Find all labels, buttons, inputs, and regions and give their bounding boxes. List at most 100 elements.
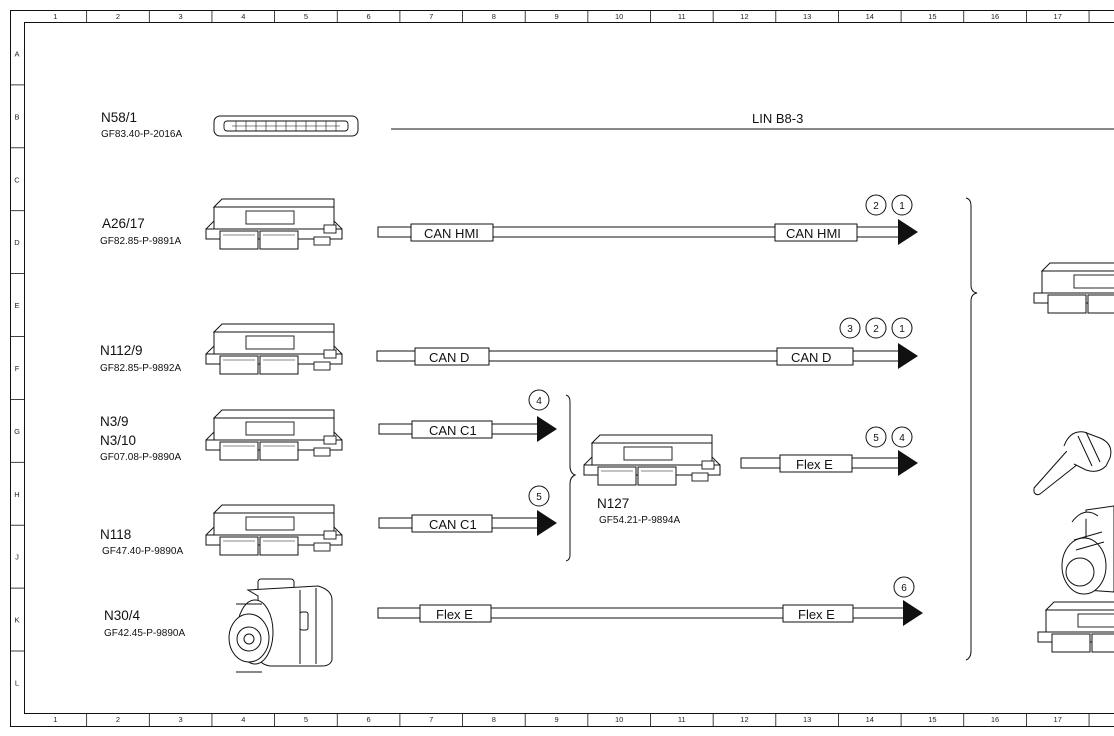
can-hmi-label-left: CAN HMI [424, 226, 479, 241]
grid-row-label: C [14, 175, 20, 184]
component-n30-4-ref: GF42.45-P-9890A [104, 628, 185, 639]
grid-column-label: 8 [492, 12, 496, 21]
grid-row-label: K [14, 616, 19, 625]
svg-text:3: 3 [847, 324, 853, 335]
grid-column-label: 15 [928, 12, 936, 21]
can-hmi-bus [377, 219, 918, 245]
can-d-label-left: CAN D [429, 350, 469, 365]
grid-row-label: F [15, 364, 20, 373]
component-n112-9-ref: GF82.85-P-9892A [100, 363, 181, 374]
control-unit-icon [1033, 262, 1114, 314]
grid-column-label: 11 [678, 715, 686, 724]
grid-column-label: 12 [740, 715, 748, 724]
grid-column-label: 9 [554, 12, 558, 21]
grid-row-label: L [15, 678, 19, 687]
component-n127-name: N127 [597, 496, 629, 511]
component-n3-ref: GF07.08-P-9890A [100, 452, 181, 463]
grid-column-label: 3 [179, 12, 183, 21]
grid-row-label: E [14, 301, 19, 310]
grid-column-label: 9 [554, 715, 558, 724]
flex-e-bus-upper [740, 450, 918, 476]
grid-column-label: 17 [1054, 12, 1062, 21]
grid-column-label: 3 [179, 715, 183, 724]
sensor-icon [1033, 431, 1112, 496]
abs-module-icon [228, 578, 333, 673]
component-a26-17-ref: GF82.85-P-9891A [100, 236, 181, 247]
grid-column-label: 10 [615, 12, 623, 21]
svg-text:2: 2 [873, 324, 879, 335]
svg-text:1: 1 [899, 324, 905, 335]
marker-2: 2 [865, 194, 887, 216]
flex-e-bus-lower [377, 600, 923, 626]
component-a26-17-name: A26/17 [102, 216, 145, 231]
flex-e-label-upper: Flex E [796, 457, 833, 472]
grid-column-label: 4 [241, 12, 245, 21]
marker-4: 4 [528, 389, 550, 411]
grid-column-label: 17 [1054, 715, 1062, 724]
connector-icon [213, 115, 359, 137]
camera-unit-icon [1061, 505, 1114, 595]
grid-column-label: 13 [803, 12, 811, 21]
marker-5: 5 [528, 485, 550, 507]
svg-text:4: 4 [536, 396, 542, 407]
can-hmi-label-right: CAN HMI [786, 226, 841, 241]
can-c1-bus-lower [378, 510, 557, 536]
component-n3-9-name: N3/9 [100, 414, 129, 429]
brace-main [965, 197, 978, 661]
component-n118-ref: GF47.40-P-9890A [102, 546, 183, 557]
control-unit-icon [205, 409, 343, 461]
grid-column-label: 8 [492, 715, 496, 724]
grid-row-label: D [14, 238, 20, 247]
svg-text:1: 1 [899, 201, 905, 212]
grid-column-label: 4 [241, 715, 245, 724]
lin-bus-label: LIN B8-3 [752, 111, 803, 126]
marker-6: 6 [893, 576, 915, 598]
component-n118-name: N118 [100, 527, 131, 542]
grid-column-label: 1 [53, 715, 57, 724]
grid-column-label: 6 [366, 12, 370, 21]
marker-1: 1 [891, 317, 913, 339]
marker-2: 2 [865, 317, 887, 339]
grid-ticks [10, 10, 1090, 726]
grid-column-label: 6 [366, 715, 370, 724]
component-n112-9-name: N112/9 [100, 343, 143, 358]
grid-column-label: 15 [928, 715, 936, 724]
svg-text:5: 5 [536, 492, 542, 503]
control-unit-icon [205, 198, 343, 250]
grid-column-label: 14 [866, 715, 874, 724]
svg-text:4: 4 [899, 433, 905, 444]
component-n127-ref: GF54.21-P-9894A [599, 515, 680, 526]
grid-column-label: 5 [304, 12, 308, 21]
svg-text:2: 2 [873, 201, 879, 212]
can-d-label-right: CAN D [791, 350, 831, 365]
grid-row-label: J [15, 553, 19, 562]
control-unit-icon [205, 504, 343, 556]
grid-row-label: B [14, 112, 19, 121]
marker-5: 5 [865, 426, 887, 448]
control-unit-icon [205, 323, 343, 375]
grid-row-label: A [14, 49, 19, 58]
marker-3: 3 [839, 317, 861, 339]
can-c1-bus-upper [378, 416, 557, 442]
brace-can-c1 [565, 394, 577, 562]
grid-column-label: 16 [991, 715, 999, 724]
component-n58-1-ref: GF83.40-P-2016A [101, 129, 182, 140]
grid-column-label: 16 [991, 12, 999, 21]
grid-row-label: H [14, 490, 19, 499]
grid-column-label: 2 [116, 12, 120, 21]
flex-e-label-lower-right: Flex E [798, 607, 835, 622]
grid-column-label: 11 [678, 12, 686, 21]
grid-column-label: 5 [304, 715, 308, 724]
marker-4: 4 [891, 426, 913, 448]
component-n30-4-name: N30/4 [104, 608, 141, 623]
frame-inner [24, 22, 1114, 714]
grid-column-label: 7 [429, 715, 433, 724]
svg-text:6: 6 [901, 583, 907, 594]
frame-outer [10, 10, 1114, 727]
component-n3-10-name: N3/10 [100, 433, 136, 448]
grid-column-label: 7 [429, 12, 433, 21]
can-c1-label-upper: CAN C1 [429, 423, 477, 438]
grid-column-label: 1 [53, 12, 57, 21]
